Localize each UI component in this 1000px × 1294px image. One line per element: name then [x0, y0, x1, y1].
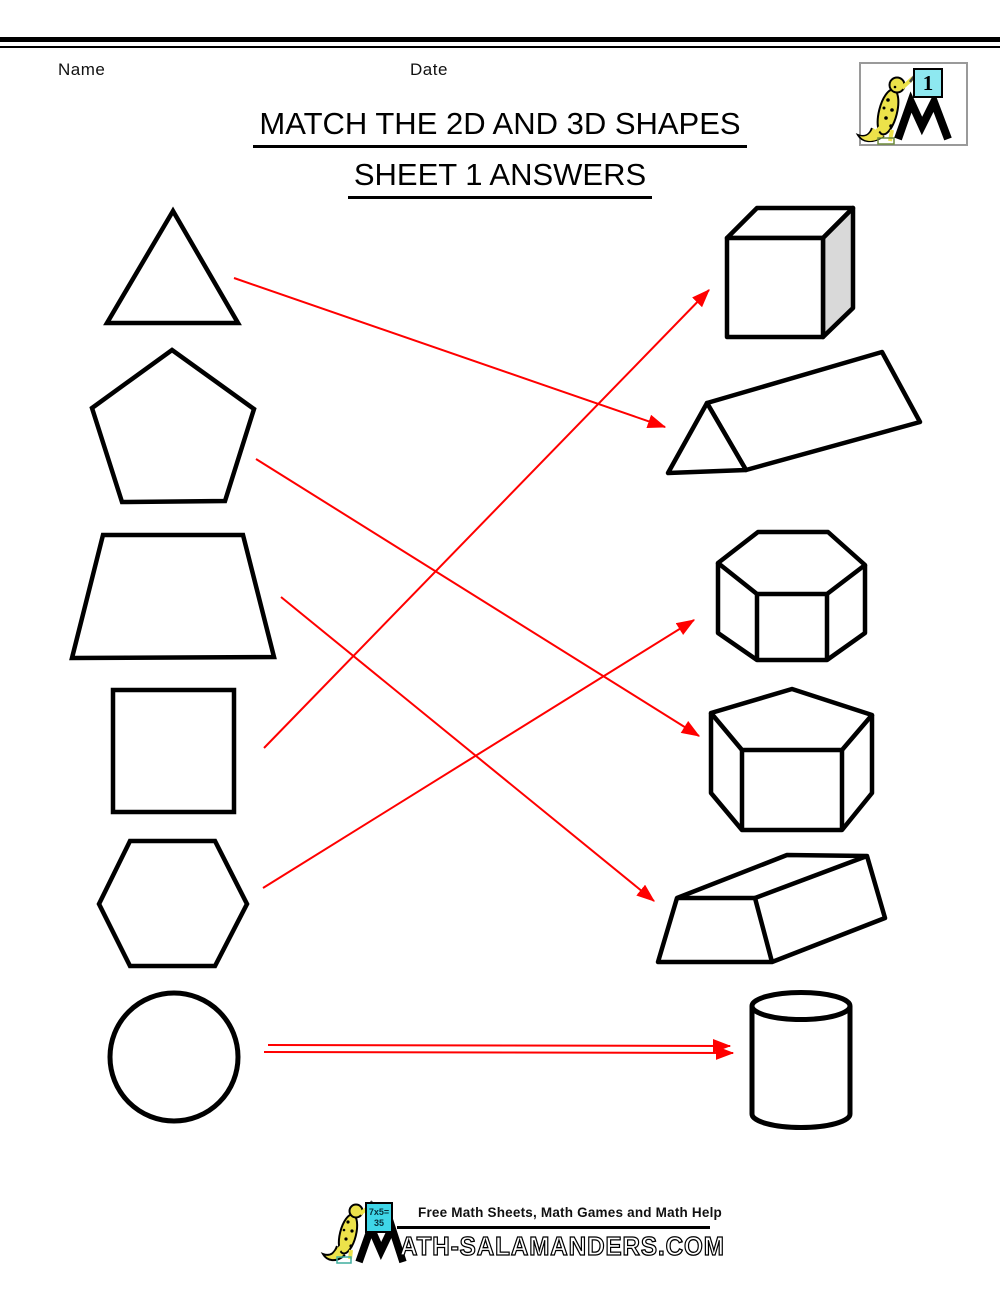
footer-logo-m-glyph	[355, 1217, 407, 1264]
shape-trapezoidal-prism	[655, 852, 888, 965]
footer-site-name: ATH-SALAMANDERS.COM	[399, 1230, 725, 1261]
arrow-square-to-cube	[263, 289, 710, 749]
worksheet-title: MATCH THE 2D AND 3D SHAPES	[0, 106, 1000, 148]
shape-circle	[107, 990, 241, 1124]
shape-triangle	[103, 206, 242, 326]
footer-salamander-icon	[320, 1200, 373, 1264]
top-rule-thin	[0, 46, 1000, 48]
footer-math-board: 7x5= 35	[365, 1202, 393, 1233]
shape-hexagon	[96, 838, 250, 969]
date-label: Date	[410, 60, 448, 79]
arrow-circle-to-cylinder-top	[267, 1038, 732, 1053]
shape-pentagonal-prism	[708, 686, 875, 833]
footer-rule	[397, 1226, 710, 1229]
shape-hexagonal-prism	[715, 529, 868, 663]
corner-logo-number-card: 1	[913, 68, 943, 98]
footer-tagline: Free Math Sheets, Math Games and Math He…	[418, 1205, 722, 1220]
arrow-circle-to-cylinder-bottom	[263, 1045, 735, 1060]
shape-cube	[724, 205, 856, 340]
arrow-trapezoid-to-trapezoidal-prism	[280, 596, 655, 902]
arrow-pentagon-to-pentagonal-prism	[255, 458, 701, 737]
arrow-triangle-to-triangular-prism	[233, 277, 667, 428]
shape-pentagon	[89, 347, 257, 505]
shape-square	[110, 687, 237, 815]
shape-trapezoid	[69, 532, 277, 661]
worksheet-subtitle: SHEET 1 ANSWERS	[0, 157, 1000, 199]
shape-cylinder	[749, 990, 853, 1130]
top-rule-thick	[0, 37, 1000, 42]
name-label: Name	[58, 60, 106, 79]
arrow-hexagon-to-hexagonal-prism	[262, 619, 696, 889]
shape-triangular-prism	[665, 349, 923, 476]
